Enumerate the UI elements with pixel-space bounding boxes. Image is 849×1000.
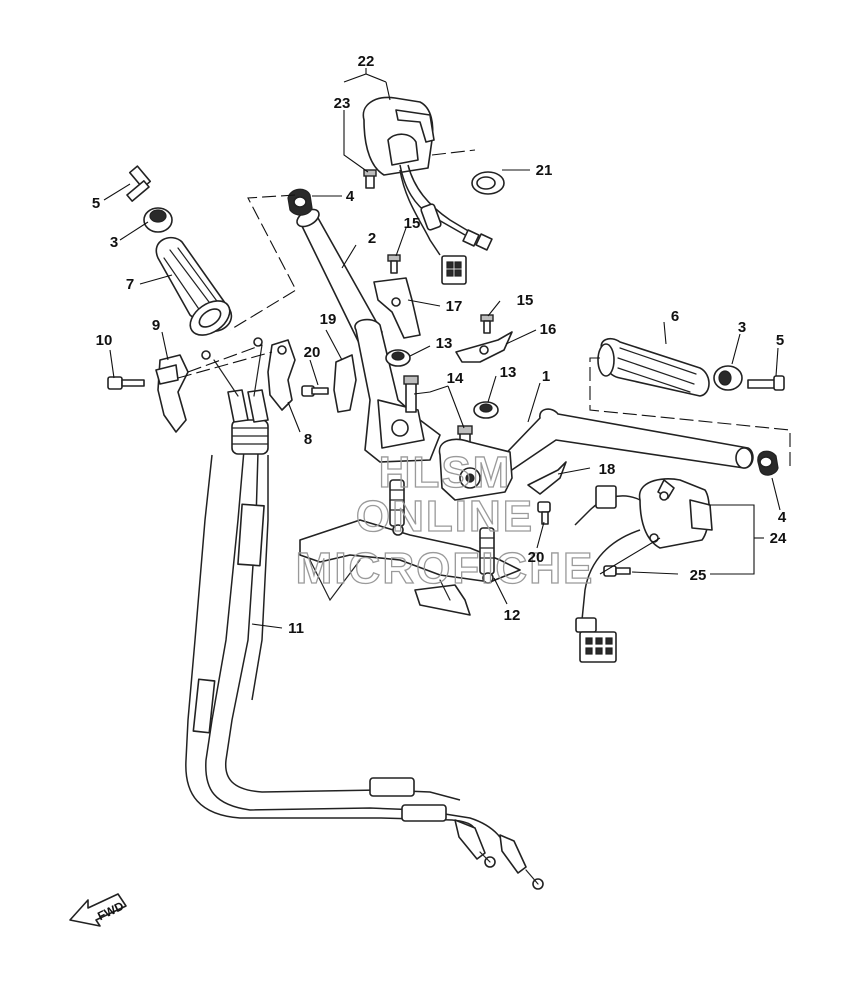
callout-15-right: 15 <box>517 292 534 309</box>
holder-8 <box>267 339 296 411</box>
plate-17 <box>373 277 421 339</box>
collar-3-upper <box>143 207 173 233</box>
plate-16 <box>455 331 513 363</box>
callout-3-right: 3 <box>738 319 746 336</box>
callout-1: 1 <box>542 368 550 385</box>
callout-14: 14 <box>447 370 464 387</box>
callout-9: 9 <box>152 317 160 334</box>
callout-18: 18 <box>599 461 616 478</box>
callout-3-upper: 3 <box>110 234 118 251</box>
collar-3-right <box>713 365 743 391</box>
callout-23: 23 <box>334 95 351 112</box>
holder-9 <box>155 354 189 433</box>
watermark-line-1: HLSM <box>379 448 512 497</box>
callout-5-right: 5 <box>776 332 784 349</box>
callout-22: 22 <box>358 53 375 70</box>
screw-15-right <box>480 314 494 334</box>
callout-20-left: 20 <box>304 344 321 361</box>
callout-4-right: 4 <box>778 509 787 526</box>
bracket-18 <box>527 461 567 495</box>
callout-24: 24 <box>770 530 787 547</box>
callout-5-upper: 5 <box>92 195 100 212</box>
end-weight-4-upper <box>287 188 313 216</box>
bolt-14-left <box>403 375 419 413</box>
watermark-line-3: MICROFICHE <box>296 544 595 593</box>
screw-20-right <box>537 501 551 525</box>
bracket-19 <box>333 354 357 413</box>
ring-21 <box>471 171 505 195</box>
handlebar-left-2 <box>296 208 441 463</box>
callout-11: 11 <box>288 620 304 637</box>
switch-housing-right <box>574 478 713 663</box>
bolt-10 <box>107 376 145 390</box>
callout-7: 7 <box>126 276 134 293</box>
watermark-line-2: ONLINE <box>356 492 534 541</box>
callout-15-left: 15 <box>404 215 421 232</box>
callout-13-left: 13 <box>436 335 453 352</box>
screw-20-left <box>301 385 329 397</box>
callout-8: 8 <box>304 431 312 448</box>
bolt-5-upper <box>126 165 152 202</box>
callout-20-right: 20 <box>528 549 545 566</box>
callout-10: 10 <box>96 332 113 349</box>
callout-21: 21 <box>536 162 553 179</box>
screw-23 <box>363 169 377 189</box>
leader-lines <box>103 68 781 629</box>
screw-15-left <box>387 254 401 274</box>
end-weight-4-right <box>757 450 779 476</box>
watermark: HLSM ONLINE MICROFICHE <box>295 447 595 593</box>
switch-housing-left <box>362 96 493 285</box>
callout-19: 19 <box>320 311 337 328</box>
assembly-lines <box>177 194 791 470</box>
callout-2: 2 <box>368 230 376 247</box>
callout-13-right: 13 <box>500 364 517 381</box>
callout-6: 6 <box>671 308 679 325</box>
bolt-5-right <box>747 375 785 391</box>
nut-13-left <box>385 349 411 367</box>
callout-12: 12 <box>504 607 521 624</box>
callout-25: 25 <box>690 567 707 584</box>
throttle-cables <box>185 337 544 890</box>
grip-7 <box>155 236 233 336</box>
grip-6 <box>597 338 710 397</box>
fwd-arrow-icon: FWD <box>69 893 127 927</box>
callout-16: 16 <box>540 321 557 338</box>
screw-25 <box>603 565 631 577</box>
callout-4-upper: 4 <box>346 188 355 205</box>
nut-13-right <box>473 401 499 419</box>
part-callouts: 22 23 21 4 5 3 2 15 7 17 15 6 16 19 9 3 … <box>92 53 787 637</box>
callout-17: 17 <box>446 298 463 315</box>
handlebar-right-1 <box>438 408 754 501</box>
bracket-12 <box>299 479 521 616</box>
